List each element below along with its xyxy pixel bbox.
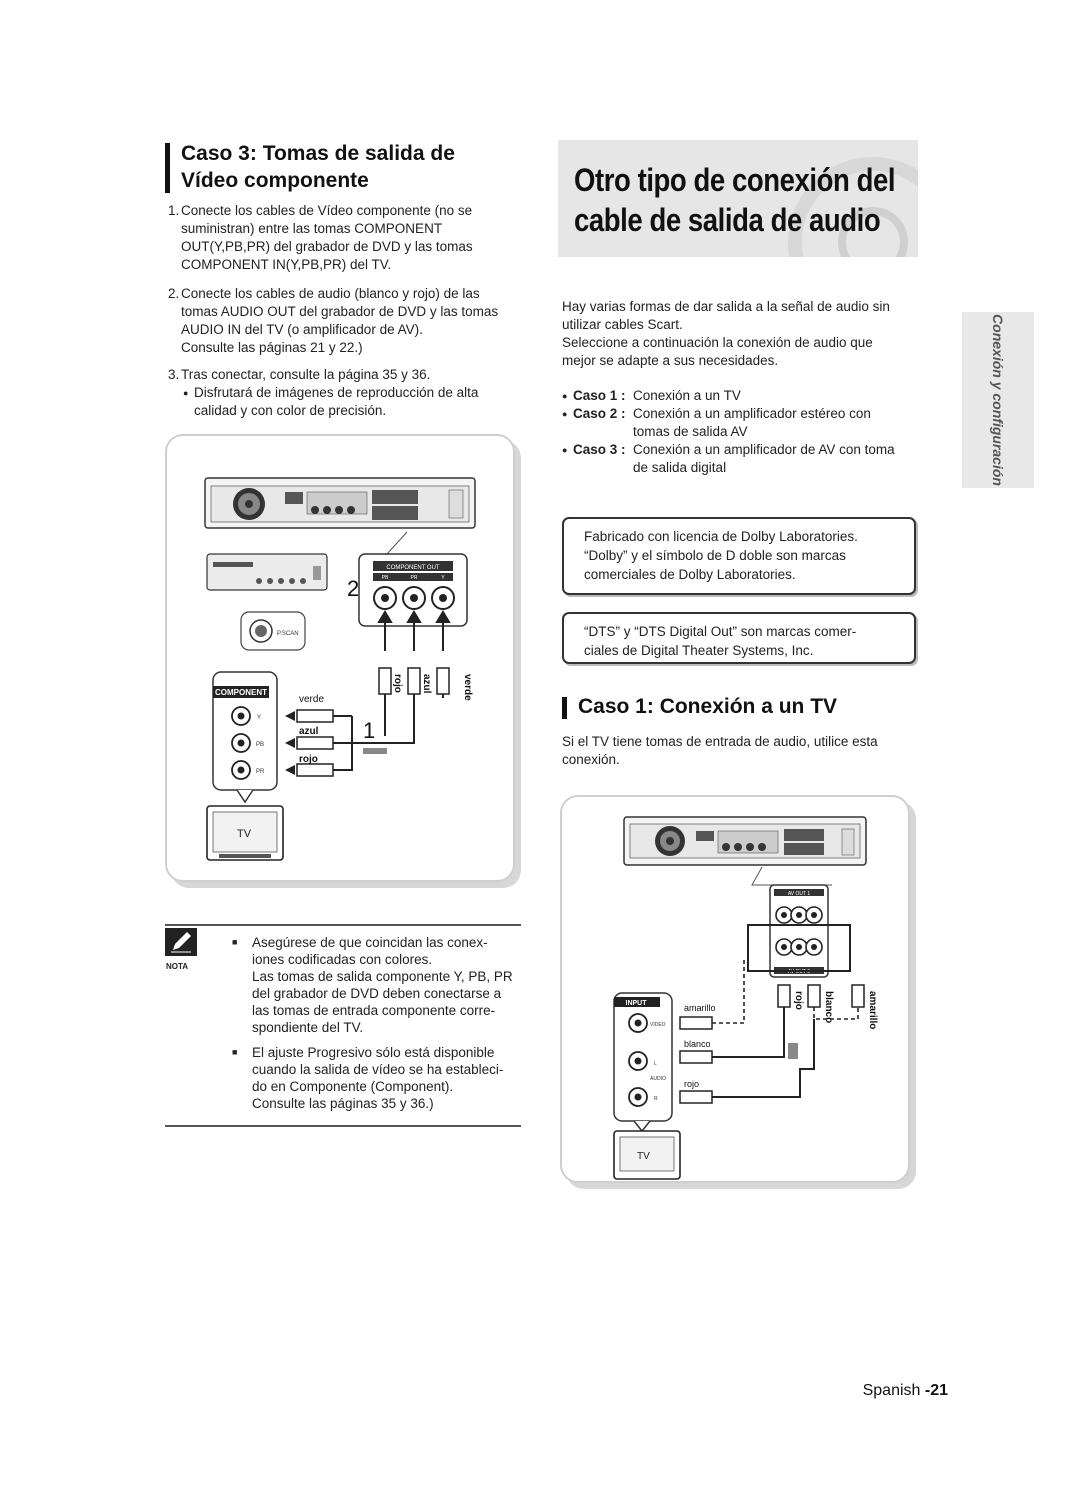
dts-trademark-note: “DTS” y “DTS Digital Out” son marcas com… xyxy=(562,612,916,664)
nota-icon-block xyxy=(165,928,197,956)
component-out-callout: COMPONENT OUT PB PR Y 2 xyxy=(347,531,468,627)
page-footer: Spanish -21 xyxy=(863,1382,948,1400)
disc-decoration-inner xyxy=(838,207,908,257)
nota-item-2: ■ El ajuste Progresivo sólo está disponi… xyxy=(232,1045,504,1111)
jack-y-label: Y xyxy=(441,575,445,581)
nota-top-rule xyxy=(165,924,521,926)
cable-label-verde-v: verde xyxy=(462,674,473,701)
section-heading-caso3: Caso 3: Tomas de salida de Vídeo compone… xyxy=(165,140,505,194)
nota-label: NOTA xyxy=(166,962,189,971)
tv-input-panel: INPUT VIDEO L AUDIO R xyxy=(613,992,673,1133)
av-out-callout: AV OUT 1 AV OUT 2 xyxy=(747,866,851,978)
port-video-label: VIDEO xyxy=(650,1022,666,1028)
case-item-1: ●Caso 1 : Conexión a un TV xyxy=(562,388,741,403)
arrows-up xyxy=(377,610,451,651)
heading-line-1: Caso 3: Tomas de salida de xyxy=(181,142,455,165)
page-title: Otro tipo de conexión del cable de salid… xyxy=(574,162,896,238)
cable-label-rojo: rojo xyxy=(684,1079,699,1089)
component-diagram-svg: P.SCAN COMPONENT OUT PB PR Y 2 xyxy=(204,477,476,861)
port-pb-label: PB xyxy=(256,742,264,748)
input-label: INPUT xyxy=(626,1000,648,1007)
port-pr-label: PR xyxy=(256,769,265,775)
step-number-2: 2 xyxy=(347,576,359,601)
cable-label-rojo-v: rojo xyxy=(793,991,804,1010)
nota-item-1: ■ Asegúrese de que coincidan las conex- … xyxy=(232,935,488,967)
cable-label-blanco: blanco xyxy=(684,1039,711,1049)
section-heading-caso1: Caso 1: Conexión a un TV xyxy=(562,694,922,720)
dvd-recorder-rear xyxy=(204,477,476,529)
cable-label-rojo-v: rojo xyxy=(392,674,403,693)
cable-plugs-vertical: rojo blanco amarillo xyxy=(712,984,878,1098)
jack-pb-label: PB xyxy=(382,575,389,581)
footer-language: Spanish xyxy=(862,1382,921,1399)
tv-icon: TV xyxy=(206,805,284,861)
component-label: COMPONENT xyxy=(215,688,267,697)
heading-bar xyxy=(562,697,567,719)
heading-bar xyxy=(165,143,170,193)
case-item-3: ●Caso 3 : Conexión a un amplificador de … xyxy=(562,442,895,475)
audio-connection-diagram: AV OUT 1 AV OUT 2 rojo blanco amarillo xyxy=(560,795,910,1183)
tv-label: TV xyxy=(637,1151,650,1162)
cable-label-amarillo-v: amarillo xyxy=(867,991,878,1029)
step-2: 2. Conecte los cables de audio (blanco y… xyxy=(168,286,499,355)
nota-item-1-cont: Las tomas de salida componente Y, PB, PR… xyxy=(252,969,513,1035)
pencil-icon xyxy=(171,932,191,953)
port-audio-label: AUDIO xyxy=(650,1076,666,1082)
jack-pr-label: PR xyxy=(411,575,418,581)
chapter-side-tab-label: Conexión y configuración xyxy=(990,314,1006,486)
cable-plugs-vertical: rojo azul verde xyxy=(378,667,473,736)
chapter-side-tab: Conexión y configuración xyxy=(962,312,1034,488)
port-l-label: L xyxy=(654,1061,657,1067)
dolby-license-note: Fabricado con licencia de Dolby Laborato… xyxy=(562,517,916,595)
step-3: 3. Tras conectar, consulte la página 35 … xyxy=(168,367,431,382)
cable-label-verde: verde xyxy=(299,694,324,705)
cable-plugs-horizontal: verde azul rojo 1 xyxy=(285,694,415,777)
page-number: -21 xyxy=(924,1382,948,1399)
cable-label-azul-v: azul xyxy=(421,674,432,694)
case1-paragraph: Si el TV tiene tomas de entrada de audio… xyxy=(562,734,878,767)
tv-icon: TV xyxy=(613,1130,681,1180)
cable-label-azul: azul xyxy=(299,726,319,737)
dvd-recorder-rear xyxy=(623,816,867,866)
nota-bottom-rule xyxy=(165,1125,521,1127)
component-connection-diagram: P.SCAN COMPONENT OUT PB PR Y 2 xyxy=(165,434,515,882)
step-3-bullet: ● Disfrutará de imágenes de reproducción… xyxy=(183,385,479,418)
cable-label-blanco-v: blanco xyxy=(823,991,834,1023)
port-r-label: R xyxy=(654,1096,658,1102)
heading-line-2: Vídeo componente xyxy=(181,169,369,192)
tv-label: TV xyxy=(237,828,252,840)
pscan-button-callout: P.SCAN xyxy=(240,611,306,651)
step-1: 1. Conecte los cables de Vídeo component… xyxy=(168,203,473,272)
pscan-label: P.SCAN xyxy=(277,631,299,637)
tv-component-input: COMPONENT Y PB PR xyxy=(212,671,278,804)
cable-label-amarillo: amarillo xyxy=(684,1003,716,1013)
dvd-player-front xyxy=(206,553,328,591)
cable-plugs-horizontal: amarillo blanco rojo xyxy=(679,957,745,1104)
av-out1-label: AV OUT 1 xyxy=(788,891,811,897)
cable-label-rojo: rojo xyxy=(299,754,318,765)
port-y-label: Y xyxy=(257,715,261,721)
step-number-1: 1 xyxy=(363,718,375,743)
intro-paragraph: Hay varias formas de dar salida a la señ… xyxy=(562,299,890,368)
case-item-2: ●Caso 2 : Conexión a un amplificador est… xyxy=(562,406,871,439)
page-title-box: Otro tipo de conexión del cable de salid… xyxy=(558,140,918,257)
audio-diagram-svg: AV OUT 1 AV OUT 2 rojo blanco amarillo xyxy=(613,816,878,1180)
component-out-label: COMPONENT OUT xyxy=(386,565,440,571)
